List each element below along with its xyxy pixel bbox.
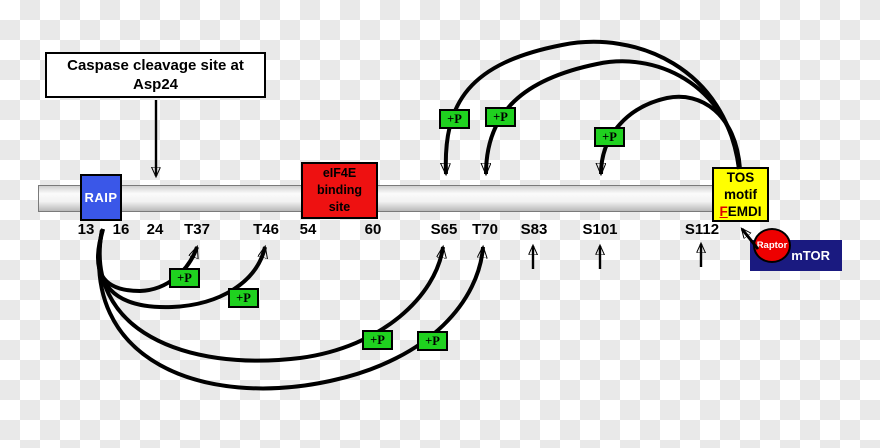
eif4e-line3: site	[328, 200, 351, 214]
tos-line2: motif	[724, 187, 757, 202]
residue-label-t46: T46	[253, 221, 279, 238]
phospho-box-bottom-t37: +P	[169, 268, 200, 288]
phospho-box-top-s65: +P	[439, 109, 470, 129]
tos-motif-f: F	[719, 204, 728, 219]
phospho-box-bottom-t70: +P	[417, 331, 448, 351]
phospho-box-bottom-s65: +P	[362, 330, 393, 350]
residue-label-16: 16	[112, 221, 130, 238]
residue-label-s101: S101	[582, 221, 618, 238]
caspase-annotation-line1: Caspase cleavage site at	[67, 57, 244, 74]
caspase-annotation-line2: Asp24	[132, 76, 179, 93]
raip-motif-box: RAIP	[80, 174, 122, 221]
phospho-label: +P	[177, 270, 192, 285]
phospho-box-top-t70: +P	[485, 107, 516, 127]
residue-label-s112: S112	[684, 221, 720, 238]
phospho-box-bottom-t46: +P	[228, 288, 259, 308]
residue-label-s83: S83	[520, 221, 548, 238]
tos-motif-sequence: FEMDI	[720, 203, 762, 220]
caspase-cleavage-annotation: Caspase cleavage site at Asp24	[45, 52, 266, 98]
residue-label-13: 13	[77, 221, 95, 238]
tos-motif-box: TOS motif FEMDI	[712, 167, 769, 222]
raip-label: RAIP	[84, 190, 118, 205]
phospho-box-top-s101: +P	[594, 127, 625, 147]
phospho-label: +P	[425, 333, 440, 348]
residue-label-60: 60	[364, 221, 382, 238]
tos-line1: TOS	[726, 170, 755, 185]
phospho-label: +P	[602, 129, 617, 144]
raptor-circle: Raptor	[753, 228, 791, 263]
phospho-label: +P	[370, 332, 385, 347]
mtor-label: mTOR	[791, 248, 830, 263]
tos-motif-rest: EMDI	[727, 204, 762, 219]
phospho-label: +P	[236, 290, 251, 305]
phospho-arc-tos-to-t70	[486, 59, 741, 174]
phospho-label: +P	[447, 111, 462, 126]
raptor-label: Raptor	[756, 240, 788, 251]
residue-label-24: 24	[146, 221, 164, 238]
residue-label-54: 54	[299, 221, 317, 238]
phospho-arc-raip-to-t70	[97, 229, 483, 391]
eif4e-line2: binding	[316, 183, 363, 197]
eif4e-binding-site-box: eIF4E binding site	[301, 162, 378, 219]
residue-label-t37: T37	[184, 221, 210, 238]
residue-label-s65: S65	[430, 221, 458, 238]
residue-label-t70: T70	[472, 221, 498, 238]
eif4e-line1: eIF4E	[322, 166, 357, 180]
phospho-label: +P	[493, 109, 508, 124]
